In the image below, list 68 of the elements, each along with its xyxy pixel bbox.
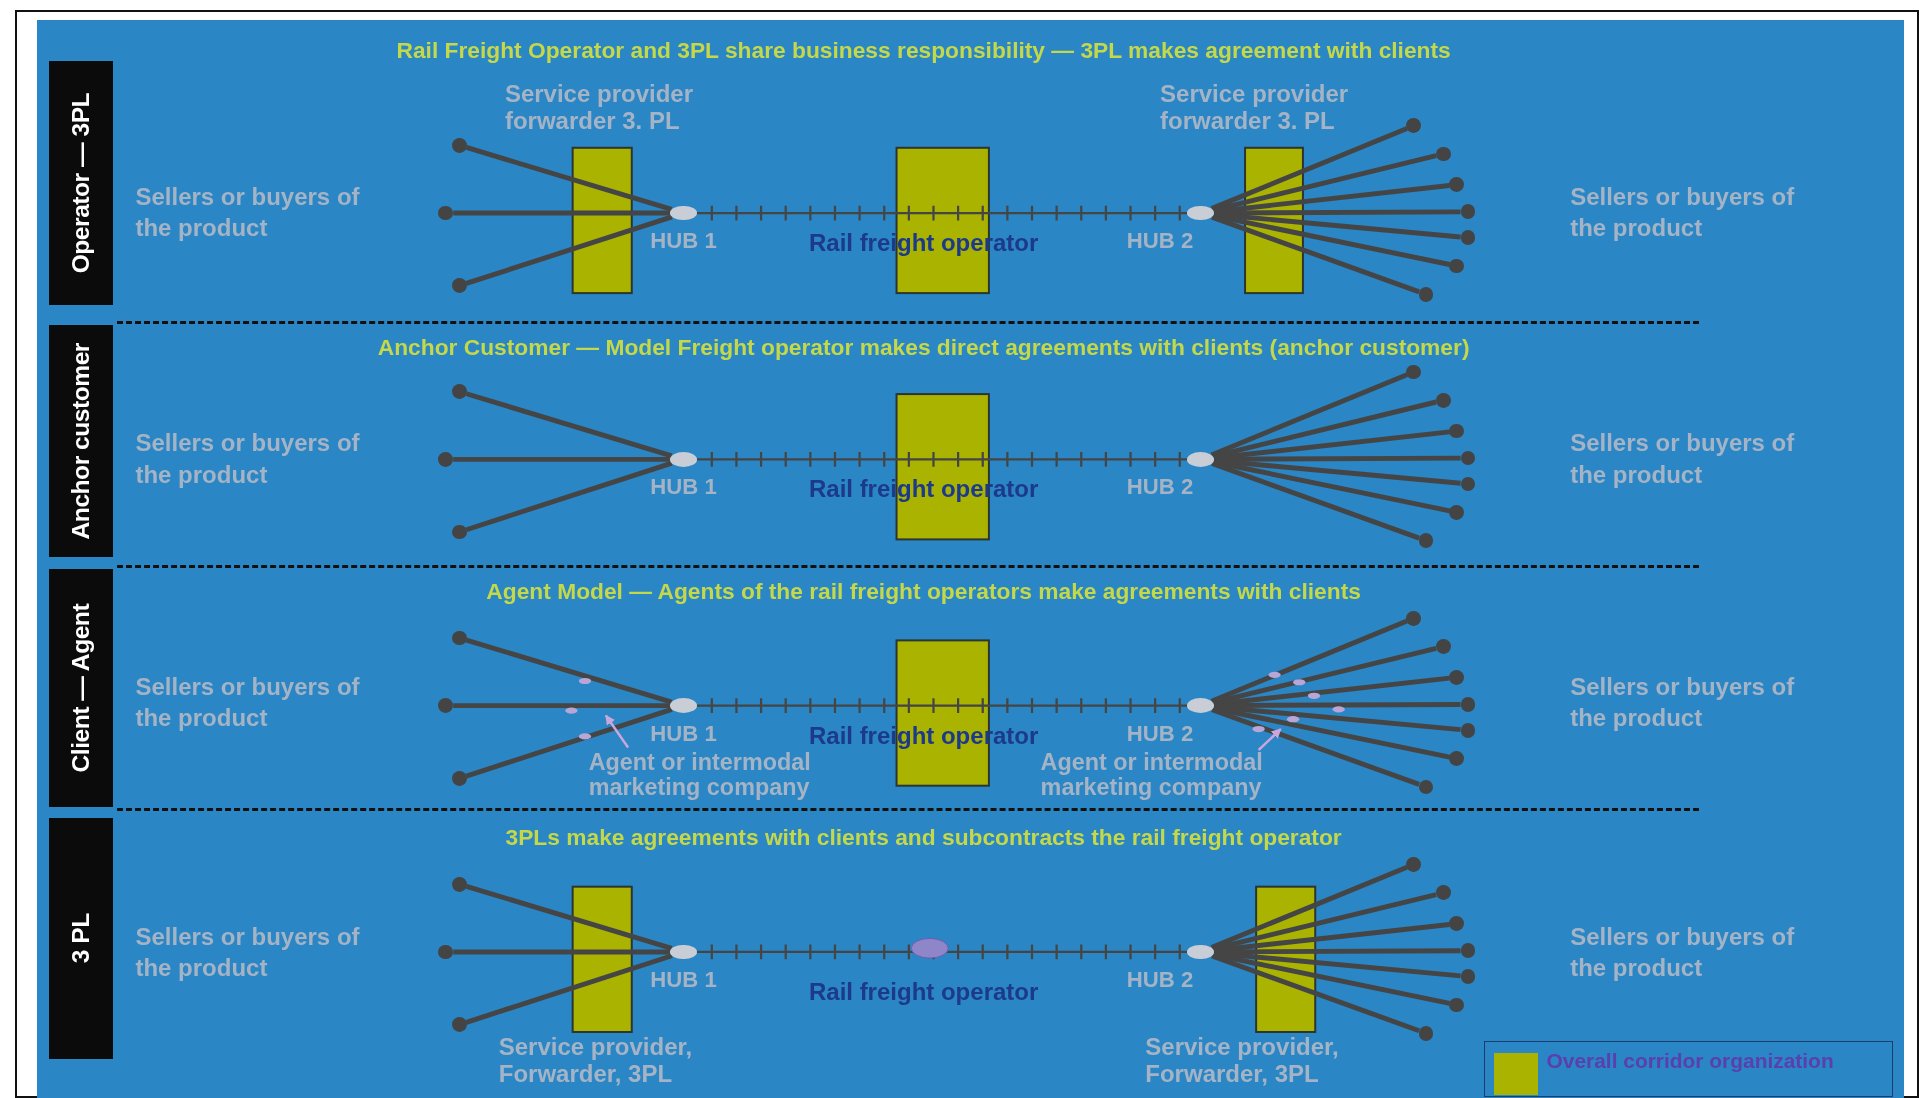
hub-label: HUB 1 [650, 721, 717, 747]
connector-line [1211, 953, 1420, 1034]
party-label: Sellers or buyers of the product [135, 428, 361, 490]
connector-line [1210, 126, 1408, 211]
row-side-label: 3 PL [49, 817, 114, 1060]
party-label: Sellers or buyers of the product [135, 672, 361, 734]
connector-line [1212, 213, 1451, 267]
connector-line [465, 145, 673, 212]
hub-label: HUB 2 [1126, 721, 1194, 747]
agent-label: Agent or intermodal marketing company [1040, 750, 1349, 800]
connector-line [465, 637, 673, 705]
connector-line [1212, 153, 1437, 213]
provider-label: Service provider, Forwarder, 3PL [1145, 1034, 1340, 1088]
party-label: Sellers or buyers of the product [1570, 922, 1796, 984]
provider-label: Service provider forwarder 3. PL [1160, 81, 1350, 135]
connector-line [465, 391, 673, 459]
party-label: Sellers or buyers of the product [135, 922, 361, 984]
rail-line [695, 204, 1189, 222]
party-label: Sellers or buyers of the product [1570, 672, 1796, 734]
agent-label: Agent or intermodal marketing company [588, 750, 897, 800]
row-side-label: Anchor customer [49, 325, 114, 557]
connector-line [1211, 461, 1420, 541]
connector-line [1212, 399, 1437, 459]
row-side-label: Client — Agent [49, 568, 114, 807]
edge-label: Rail freight operator [808, 229, 1039, 258]
edge-label: Rail freight operator [808, 721, 1039, 750]
connector-line [453, 703, 670, 709]
rail-line [695, 450, 1189, 468]
edge-label: Rail freight operator [808, 475, 1039, 504]
leader-arrow [604, 714, 630, 749]
hub-label: HUB 1 [650, 229, 717, 254]
connector-line [1210, 618, 1408, 704]
connector-line [1211, 214, 1420, 295]
edge-label: Rail freight operator [808, 977, 1039, 1006]
connector-line [1210, 865, 1408, 950]
connector-line [465, 460, 673, 533]
party-label: Sellers or buyers of the product [1570, 428, 1796, 490]
provider-label: Service provider forwarder 3. PL [504, 81, 694, 135]
hub-label: HUB 2 [1126, 475, 1194, 500]
party-label: Sellers or buyers of the product [135, 182, 361, 244]
connector-line [1212, 459, 1451, 514]
provider-label: Service provider, Forwarder, 3PL [498, 1034, 694, 1088]
connector-line [1212, 705, 1451, 760]
hub-label: HUB 2 [1126, 967, 1194, 993]
party-label: Sellers or buyers of the product [1570, 182, 1796, 244]
hub-label: HUB 1 [650, 967, 717, 993]
connector-line [465, 953, 673, 1025]
connector-line [465, 884, 673, 951]
hub-label: HUB 1 [650, 475, 717, 500]
connector-line [1212, 952, 1451, 1006]
row-heading: Anchor Customer — Model Freight operator makes direct agreements with clients (anchor customer) [376, 333, 1471, 361]
connector-line [465, 707, 673, 779]
row-side-label: Operator — 3PL [49, 61, 114, 306]
rail-line [695, 943, 1189, 961]
connector-line [1211, 707, 1420, 787]
connector-line [453, 456, 670, 462]
row-heading: Agent Model — Agents of the rail freight operators make agreements with clients [485, 577, 1362, 605]
leader-arrow [1257, 728, 1282, 751]
row-heading: Rail Freight Operator and 3PL share business responsibility — 3PL makes agreement with clients [395, 36, 1452, 64]
connector-line [1210, 372, 1408, 458]
row-heading: 3PLs make agreements with clients and subcontracts the rail freight operator [504, 823, 1343, 851]
connector-line [453, 210, 670, 216]
hub-label: HUB 2 [1126, 229, 1194, 254]
legend-text: Overall corridor organization [1546, 1049, 1834, 1073]
connector-line [465, 214, 673, 286]
connector-line [453, 949, 670, 955]
rail-line [695, 697, 1189, 715]
connector-line [1212, 892, 1437, 952]
